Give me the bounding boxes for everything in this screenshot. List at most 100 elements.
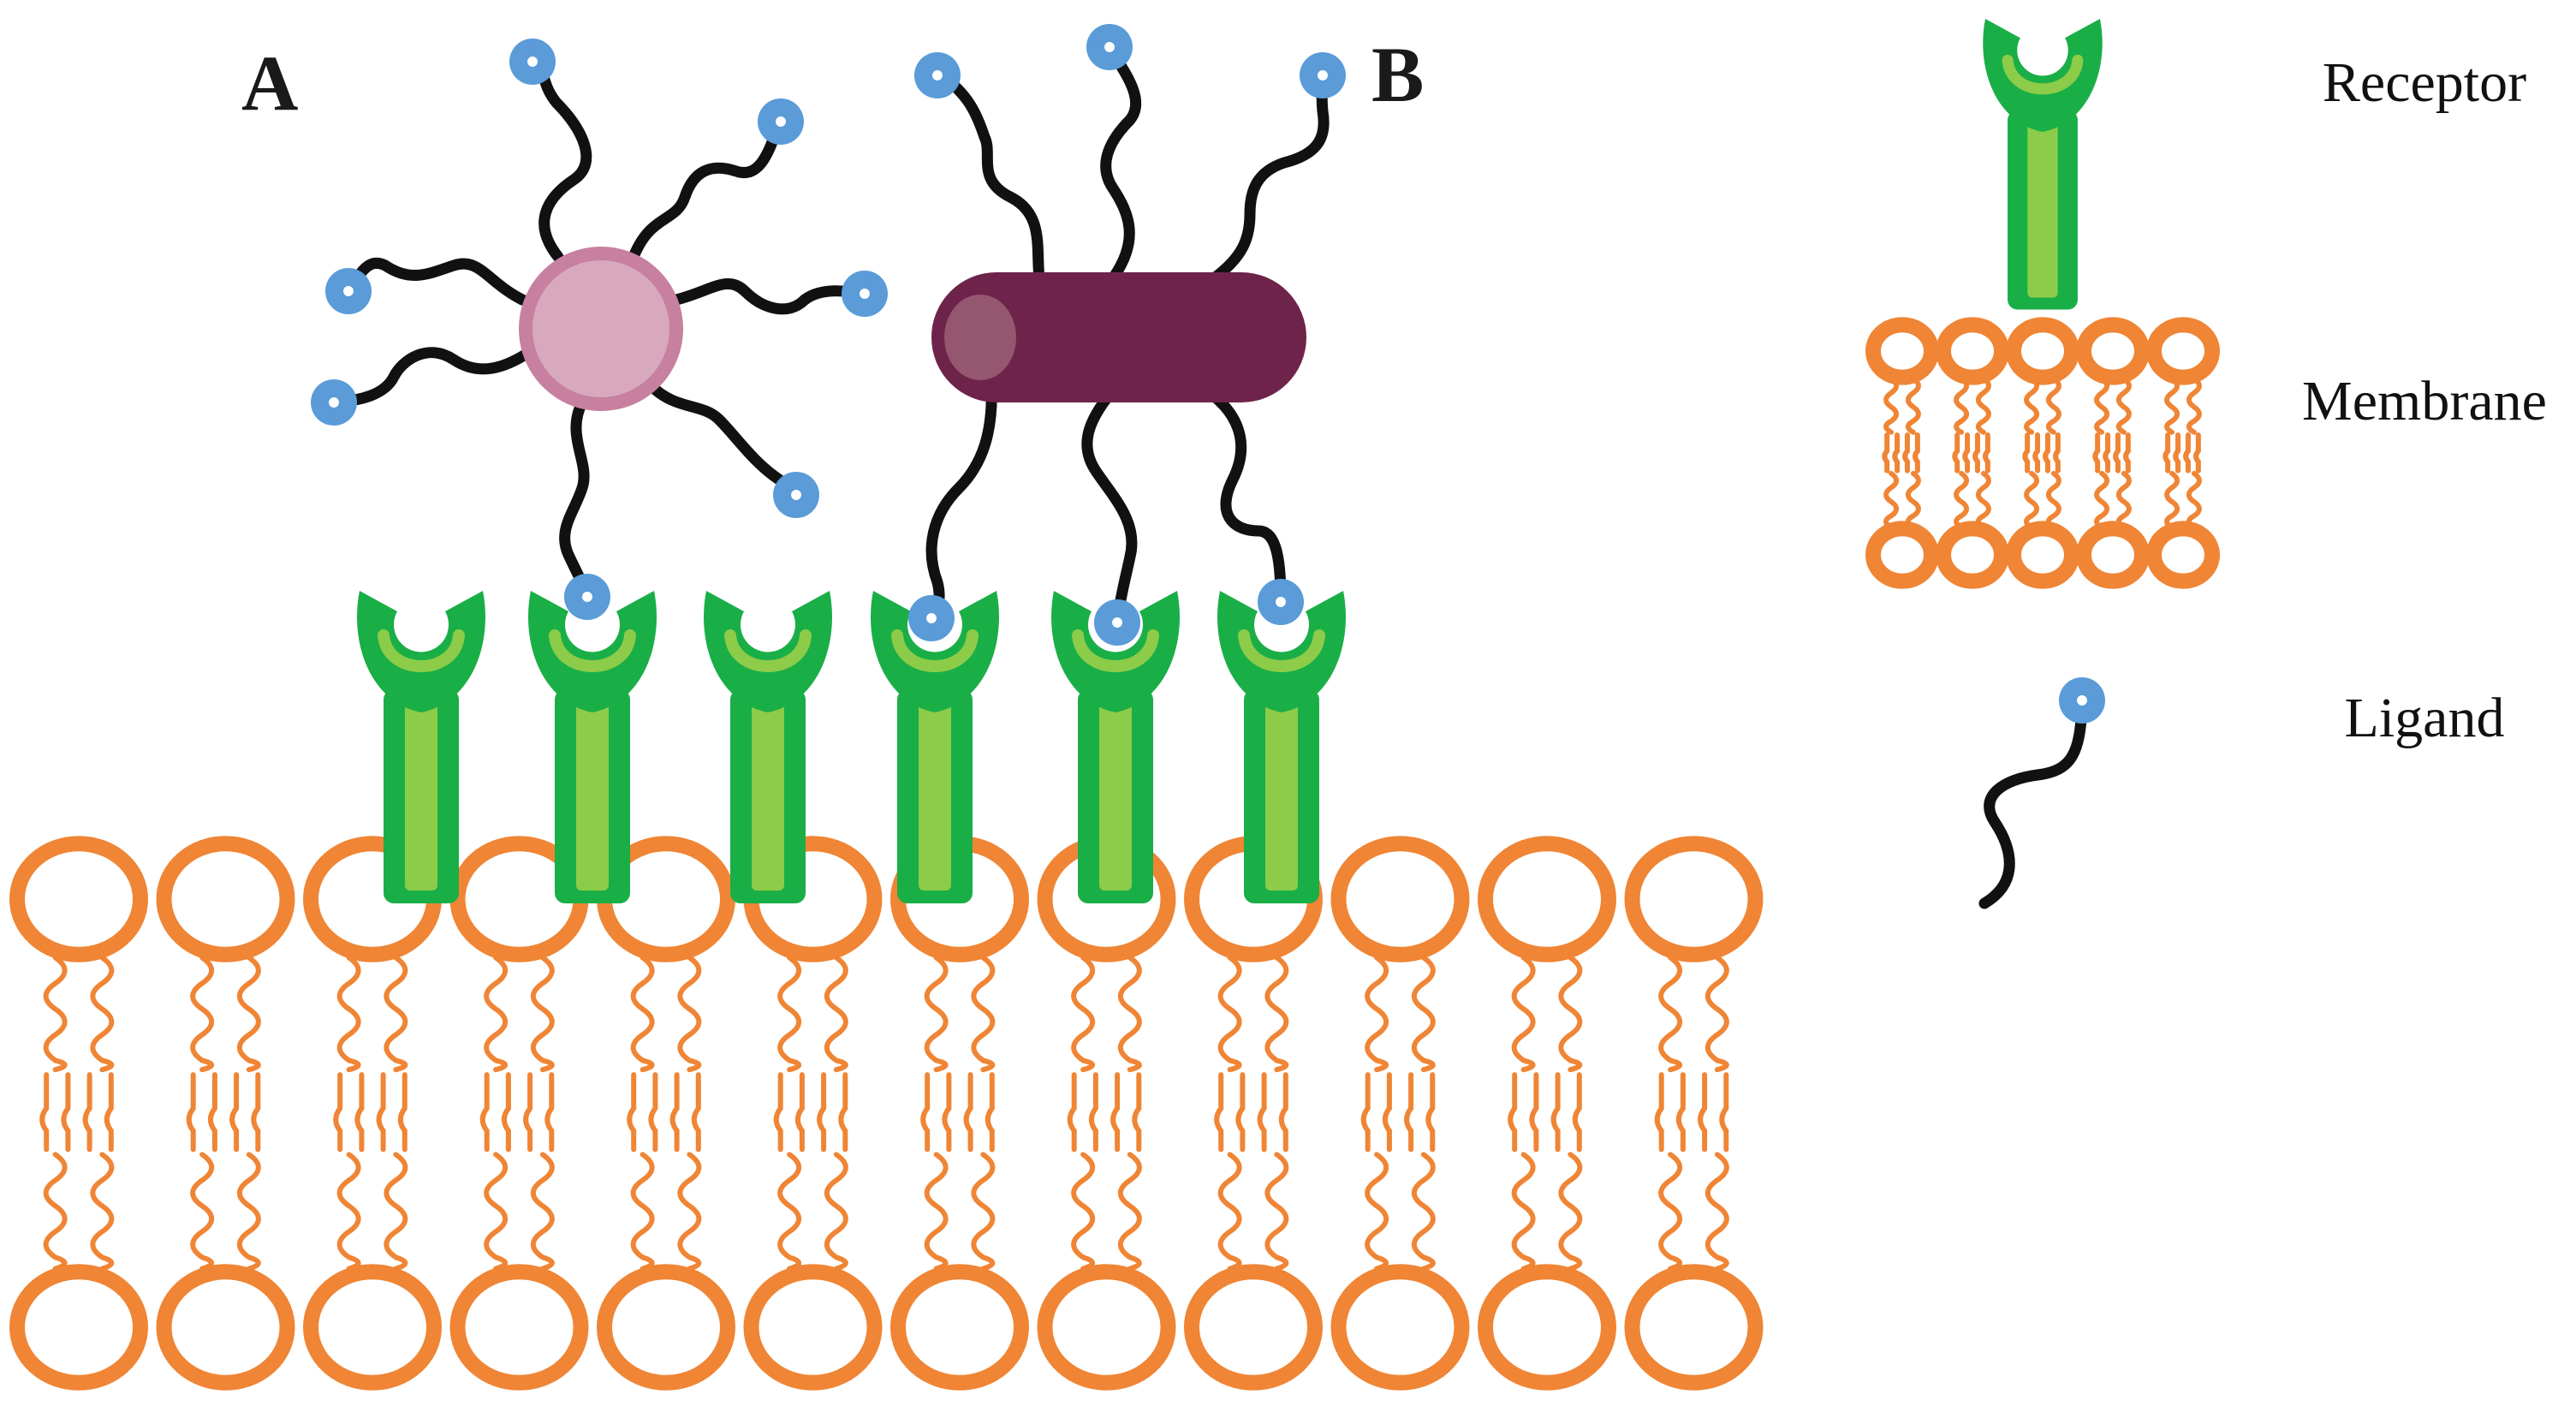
lipid-head <box>2076 521 2150 589</box>
lipid-head <box>1865 521 1939 589</box>
receptor-cup <box>357 591 485 712</box>
lipid-tail <box>90 1152 115 1272</box>
ligand-head-highlight <box>1104 42 1115 52</box>
lipid-tail <box>1902 432 1910 474</box>
lipid-tail <box>251 1072 261 1153</box>
lipid-tail <box>1952 432 1960 474</box>
lipid-tail <box>530 1152 555 1272</box>
lipid-tail <box>190 1152 215 1272</box>
lipid-head <box>9 1264 148 1391</box>
lipid-tail <box>1905 376 1921 435</box>
receptor-cup-inner <box>2002 54 2084 95</box>
lipid-head <box>1330 1264 1470 1391</box>
receptor-stem-inner <box>2027 122 2058 298</box>
ligand-head-highlight <box>776 116 786 127</box>
lipid-tail <box>544 1072 555 1153</box>
lipid-tail <box>2045 470 2061 530</box>
spherical-nanoparticle <box>311 39 888 620</box>
lipid-tail <box>190 955 215 1073</box>
lipid-tail <box>1905 470 1921 530</box>
lipid-tail <box>376 1072 386 1153</box>
lipid-tail <box>2186 470 2202 530</box>
lipid-tail <box>777 1152 802 1272</box>
lipid-head <box>1330 836 1470 962</box>
lipid-tail <box>384 1152 408 1272</box>
ligand-head-highlight <box>582 592 592 602</box>
receptor-cup-inner <box>1072 629 1159 672</box>
lipid-tail <box>773 1072 783 1153</box>
lipid-tail <box>1132 1072 1142 1153</box>
lipid-tail <box>2193 432 2201 474</box>
lipid-tail <box>648 1072 658 1153</box>
nanorod-body <box>931 272 1306 402</box>
lipid-tail <box>104 1072 114 1153</box>
ligand-head-highlight <box>1276 597 1286 607</box>
lipid-tail <box>2092 432 2101 474</box>
lipid-head <box>2146 317 2220 385</box>
lipid-tail <box>1954 376 1970 435</box>
receptor-cup-inner <box>724 629 812 672</box>
lipid-tail <box>1558 1152 1583 1272</box>
lipid-head <box>890 1264 1029 1391</box>
lipid-tail <box>1067 1072 1077 1153</box>
lipid-tail <box>1983 432 1990 474</box>
lipid-tail <box>920 1072 931 1153</box>
ligand-head-highlight <box>329 397 339 408</box>
ligand-chain <box>1081 379 1138 627</box>
lipid-tail <box>43 1152 68 1272</box>
legend-label-membrane: Membrane <box>2302 370 2547 432</box>
lipid-tail <box>1264 1152 1289 1272</box>
ligand-head-highlight <box>791 490 801 500</box>
lipid-tail <box>336 1152 361 1272</box>
ligand-chain <box>925 379 997 623</box>
lipid-tail <box>1892 432 1901 474</box>
lipid-tail <box>1558 955 1583 1073</box>
receptor-1 <box>357 591 485 903</box>
lipid-tail <box>186 1072 196 1153</box>
receptor-stem-inner <box>576 702 609 891</box>
legend-ligand-icon <box>1978 677 2105 909</box>
receptor-binding-site <box>404 606 438 640</box>
lipid-tail <box>1954 470 1970 530</box>
lipid-tail <box>1088 1072 1098 1153</box>
nanosphere-core <box>532 260 669 397</box>
lipid-tail <box>501 1072 511 1153</box>
lipid-head <box>1936 317 2009 385</box>
ligand-head-highlight <box>932 70 943 80</box>
ligand-chain <box>645 379 802 499</box>
lipid-tail <box>1658 1152 1683 1272</box>
ligand-head-highlight <box>1318 70 1328 80</box>
ligand-head-highlight <box>926 613 937 623</box>
lipid-tail <box>1411 1152 1436 1272</box>
lipid-tail <box>2115 470 2132 530</box>
lipid-tail <box>1508 1072 1518 1153</box>
ligand-chain <box>343 257 528 306</box>
lipid-tail <box>2045 376 2061 435</box>
lipid-tail <box>1572 1072 1582 1153</box>
lipid-tail <box>1382 1072 1392 1153</box>
lipid-tail <box>1975 376 1991 435</box>
lipid-tail <box>229 1072 240 1153</box>
lipid-head <box>2076 317 2150 385</box>
receptor-stem-inner <box>405 702 437 891</box>
lipid-tail <box>1214 1072 1224 1153</box>
lipid-tail <box>43 955 68 1073</box>
lipid-head <box>1624 1264 1764 1391</box>
lipid-tail <box>669 1072 680 1153</box>
lipid-tail <box>1411 955 1436 1073</box>
lipid-tail <box>1675 1072 1686 1153</box>
lipid-tail <box>236 955 261 1073</box>
ligand-head-highlight <box>343 286 354 296</box>
lipid-tail <box>484 955 509 1073</box>
lipid-tail <box>336 955 361 1073</box>
receptor-4 <box>871 591 999 903</box>
lipid-head <box>2006 521 2079 589</box>
receptor-cup <box>1217 591 1346 712</box>
lipid-tail <box>824 1152 848 1272</box>
receptor-stem-inner <box>1265 702 1298 891</box>
panel-label-b: B <box>1371 31 1424 118</box>
lipid-tail <box>1110 1072 1121 1153</box>
ligand-chain <box>936 69 1045 284</box>
receptor-cup <box>1983 19 2103 133</box>
